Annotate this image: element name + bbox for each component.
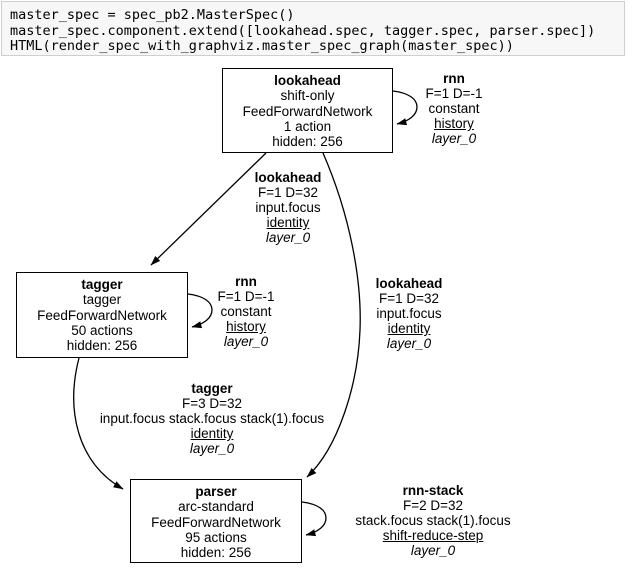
label-fd: F=1 D=-1: [217, 289, 275, 304]
edge-lookahead-to-parser: [306, 152, 361, 478]
self-loop-parser: [301, 501, 327, 537]
label-layer: layer_0: [265, 230, 311, 245]
node-actions: 1 action: [283, 118, 332, 134]
node-tagger: tagger tagger FeedForwardNetwork 50 acti…: [16, 272, 188, 358]
label-embedding: identity: [190, 426, 234, 441]
label-title: rnn-stack: [402, 483, 464, 498]
label-fd: F=3 D=32: [181, 396, 243, 411]
label-fd: F=1 D=32: [378, 291, 440, 306]
label-title: rnn: [235, 274, 257, 289]
label-edge-tagger-parser: tagger F=3 D=32 input.focus stack.focus …: [62, 381, 362, 456]
node-transition: tagger: [82, 292, 122, 308]
label-layer: layer_0: [189, 441, 235, 456]
node-title: lookahead: [274, 73, 341, 88]
label-rnn-stack-parser: rnn-stack F=2 D=32 stack.focus stack(1).…: [283, 483, 583, 558]
node-transition: arc-standard: [178, 499, 254, 515]
label-embedding: history: [434, 116, 474, 131]
node-network: FeedForwardNetwork: [151, 514, 281, 530]
label-edge-lookahead-tagger: lookahead F=1 D=32 input.focus identity …: [138, 170, 438, 245]
label-embedding: identity: [266, 215, 310, 230]
label-title: rnn: [443, 71, 465, 86]
node-transition: shift-only: [280, 88, 335, 104]
label-layer: layer_0: [431, 131, 477, 146]
label-title: tagger: [191, 381, 233, 396]
label-layer: layer_0: [386, 336, 432, 351]
label-fml: stack.focus stack(1).focus: [355, 513, 511, 528]
label-title: lookahead: [254, 170, 322, 185]
label-rnn-lookahead: rnn F=1 D=-1 constant history layer_0: [304, 71, 604, 146]
node-lookahead: lookahead shift-only FeedForwardNetwork …: [222, 68, 393, 153]
node-hidden: hidden: 256: [180, 545, 252, 561]
label-embedding: history: [226, 319, 266, 334]
node-title: tagger: [81, 277, 123, 292]
label-fml: input.focus: [255, 200, 321, 215]
label-fml: constant: [428, 101, 480, 116]
label-fml: constant: [220, 304, 272, 319]
node-parser: parser arc-standard FeedForwardNetwork 9…: [130, 479, 302, 563]
edge-lookahead-to-tagger: [150, 152, 267, 266]
label-rnn-tagger: rnn F=1 D=-1 constant history layer_0: [96, 274, 396, 349]
code-cell[interactable]: master_spec = spec_pb2.MasterSpec() mast…: [1, 1, 625, 56]
self-loop-lookahead: [392, 90, 418, 126]
label-edge-lookahead-parser: lookahead F=1 D=32 input.focus identity …: [259, 276, 559, 351]
node-network: FeedForwardNetwork: [37, 307, 167, 323]
label-embedding: shift-reduce-step: [382, 528, 484, 543]
label-layer: layer_0: [410, 543, 456, 558]
label-layer: layer_0: [223, 334, 269, 349]
code-line-1: master_spec = spec_pb2.MasterSpec(): [10, 7, 295, 23]
node-actions: 95 actions: [185, 529, 247, 545]
node-network: FeedForwardNetwork: [242, 103, 373, 119]
label-embedding: identity: [387, 321, 431, 336]
label-fml: input.focus: [376, 306, 442, 321]
node-title: parser: [195, 484, 237, 499]
label-fml: input.focus stack.focus stack(1).focus: [99, 411, 325, 426]
edge-tagger-to-parser: [73, 357, 124, 490]
node-actions: 50 actions: [71, 322, 133, 338]
code-line-3: HTML(render_spec_with_graphviz.master_sp…: [10, 38, 514, 54]
code-line-2: master_spec.component.extend([lookahead.…: [10, 22, 596, 39]
node-hidden: hidden: 256: [272, 134, 343, 150]
label-fd: F=1 D=-1: [425, 86, 483, 101]
label-fd: F=1 D=32: [257, 185, 319, 200]
self-loop-tagger: [187, 293, 213, 329]
node-hidden: hidden: 256: [66, 338, 138, 354]
label-fd: F=2 D=32: [402, 498, 464, 513]
label-title: lookahead: [375, 276, 443, 291]
